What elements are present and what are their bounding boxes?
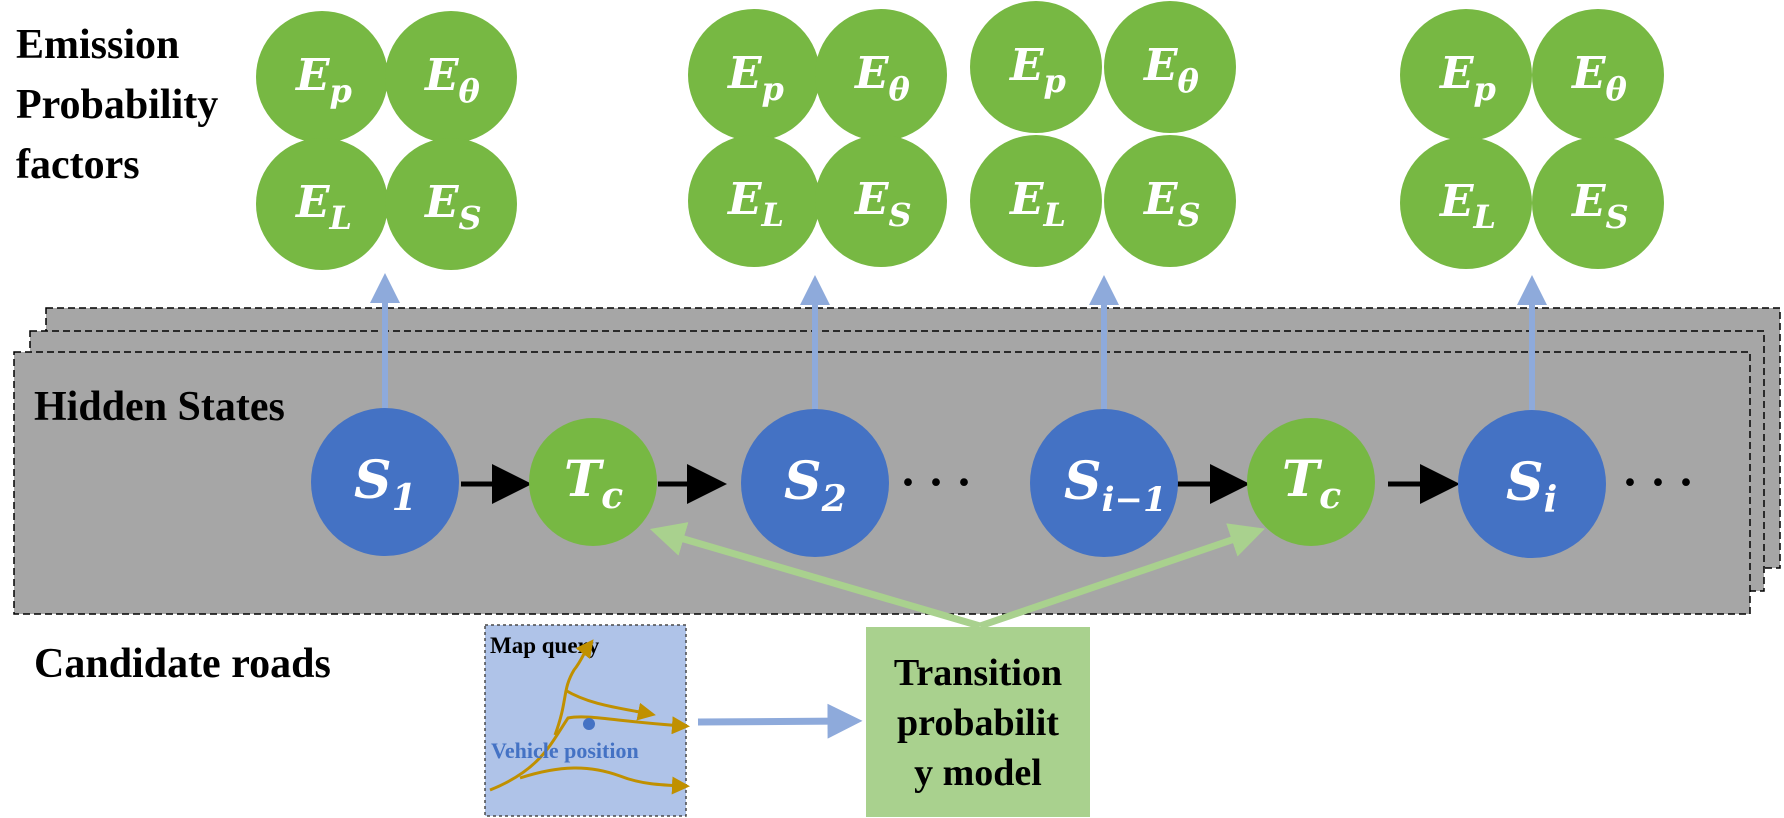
hidden-states-label: Hidden States — [34, 384, 285, 430]
state-node-s1 — [311, 408, 459, 556]
state-node-si — [1458, 410, 1606, 558]
emission-label-es: ES — [1142, 174, 1201, 234]
emission-label-el: EL — [726, 174, 784, 234]
road-line-3 — [489, 715, 690, 792]
emission-cluster-3: Ep Eθ EL ES — [970, 1, 1236, 267]
emission-node-ep — [1400, 9, 1532, 141]
emission-node-etheta — [1532, 9, 1664, 141]
emission-label-ep: Ep — [1008, 40, 1066, 100]
vehicle-position-label: Vehicle position — [491, 738, 639, 763]
transition-model-rect — [866, 627, 1090, 817]
emission-node-es — [815, 135, 947, 267]
road-line-4 — [519, 766, 690, 795]
emission-label-es: ES — [423, 177, 482, 237]
vehicle-position-dot — [583, 718, 595, 730]
emission-label-ep: Ep — [726, 48, 784, 108]
transition-model-line1: Transition — [894, 652, 1062, 694]
state-label-s2: S2 — [784, 451, 847, 520]
emission-node-etheta — [1104, 1, 1236, 133]
emission-label-line1: Emission — [16, 22, 179, 68]
road-line-2 — [564, 688, 656, 721]
emission-label-etheta: Eθ — [1570, 48, 1628, 108]
ellipsis-end: · · · — [1622, 456, 1694, 509]
emission-label-ep: Ep — [1438, 48, 1496, 108]
road-line-1 — [553, 639, 594, 736]
transition-arrow-to-tc2 — [978, 523, 1265, 630]
emission-cluster-1: Ep Eθ EL ES — [256, 11, 517, 270]
emission-label-es: ES — [1570, 176, 1629, 236]
emission-node-es — [1532, 137, 1664, 269]
emission-label-ep: Ep — [294, 50, 352, 110]
emission-node-el — [256, 138, 388, 270]
transition-node-tc1 — [529, 418, 657, 546]
emission-label-el: EL — [294, 177, 352, 237]
transition-model-line2: probabilit — [897, 702, 1059, 744]
emission-label-el: EL — [1008, 174, 1066, 234]
state-node-sim1 — [1030, 409, 1178, 557]
transition-arrow-to-tc1 — [649, 522, 981, 630]
emission-label-el: EL — [1438, 176, 1496, 236]
transition-node-tc2 — [1247, 418, 1375, 546]
emission-node-el — [688, 135, 820, 267]
map-query-panel: Map query Vehicle position — [484, 624, 690, 817]
emission-node-ep — [970, 1, 1102, 133]
emission-label-etheta: Eθ — [853, 48, 911, 108]
emission-label-etheta: Eθ — [1142, 40, 1200, 100]
ellipsis-middle: · · · — [900, 456, 972, 509]
emission-label-line3: factors — [16, 142, 140, 188]
transition-label-tc2: Tc — [1282, 449, 1341, 517]
emission-node-ep — [256, 11, 388, 143]
candidate-roads-label: Candidate roads — [34, 641, 331, 687]
transition-label-tc1: Tc — [564, 449, 623, 517]
emission-node-es — [385, 138, 517, 270]
emission-label-line2: Probability — [16, 82, 218, 128]
emission-node-ep — [688, 9, 820, 141]
emission-label-etheta: Eθ — [423, 50, 481, 110]
emission-label-es: ES — [853, 174, 912, 234]
emission-node-el — [970, 135, 1102, 267]
transition-model-line3: y model — [914, 752, 1042, 794]
state-node-s2 — [741, 409, 889, 557]
emission-node-el — [1400, 137, 1532, 269]
state-label-s1: S1 — [354, 450, 417, 519]
emission-cluster-4: Ep Eθ EL ES — [1400, 9, 1664, 269]
emission-node-es — [1104, 135, 1236, 267]
map-to-model-arrow — [697, 703, 863, 739]
emission-cluster-2: Ep Eθ EL ES — [688, 9, 947, 267]
state-label-sim1: Si−1 — [1064, 451, 1167, 520]
emission-node-etheta — [815, 9, 947, 141]
emission-node-etheta — [385, 11, 517, 143]
transition-model-box: Transition probabilit y model — [866, 627, 1090, 817]
state-label-si: Si — [1506, 452, 1557, 521]
